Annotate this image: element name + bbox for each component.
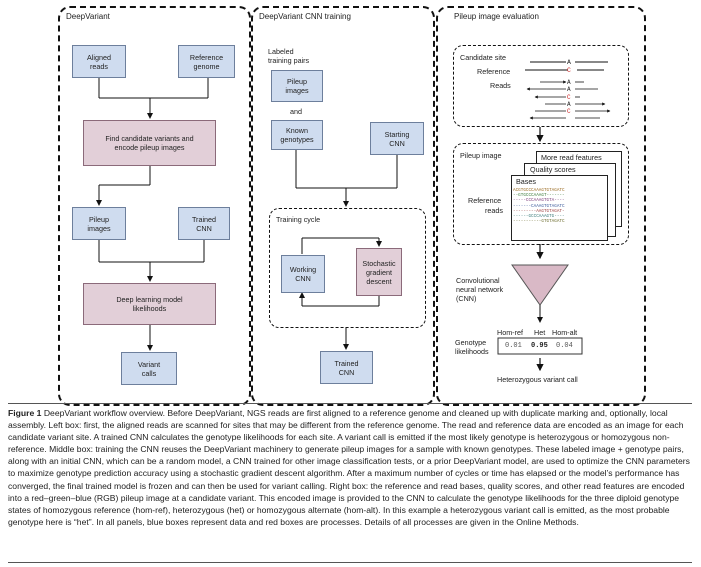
ref-letter-a: A bbox=[567, 59, 571, 66]
value-het: 0.95 bbox=[531, 342, 548, 350]
candidate-site-box bbox=[453, 45, 629, 127]
pileup-image-box bbox=[453, 143, 629, 245]
sgd-box: Stochastic gradient descent bbox=[356, 248, 402, 296]
working-cnn-box: Working CNN bbox=[281, 255, 325, 293]
reference-genome-box: Reference genome bbox=[178, 45, 235, 78]
aligned-reads-box: Aligned reads bbox=[72, 45, 126, 78]
reference-label: Reference bbox=[477, 67, 511, 76]
quality-scores-label: Quality scores bbox=[530, 165, 576, 174]
caption-label: Figure 1 bbox=[8, 408, 42, 418]
bases-label: Bases bbox=[516, 177, 536, 186]
value-hom-ref: 0.01 bbox=[505, 342, 522, 350]
training-panel bbox=[251, 6, 435, 406]
caption-rule-bottom bbox=[8, 562, 692, 563]
read-letter-4: A bbox=[567, 101, 571, 108]
deepvariant-panel bbox=[58, 6, 251, 406]
pileup-reference-label: Reference bbox=[468, 196, 502, 205]
result-label: Heterozygous variant call bbox=[497, 375, 578, 384]
seq-line: ---------AAGTGTAGAT- bbox=[513, 208, 565, 214]
cnn-label: Convolutional neural network (CNN) bbox=[456, 276, 504, 303]
reads-label: Reads bbox=[490, 81, 511, 90]
read-letter-1: A bbox=[567, 79, 571, 86]
starting-cnn-box: Starting CNN bbox=[370, 122, 424, 155]
pileup-reads-label: reads bbox=[485, 206, 503, 215]
find-candidates-box: Find candidate variants and encode pileu… bbox=[83, 120, 216, 166]
variant-calls-box: Variant calls bbox=[121, 352, 177, 385]
cnn-funnel bbox=[511, 264, 569, 306]
ref-letter-c: C bbox=[567, 67, 571, 74]
read-letter-2: A bbox=[567, 86, 571, 93]
training-cycle-box bbox=[269, 208, 426, 328]
genotype-likelihoods-label: Genotype likelihoods bbox=[455, 338, 489, 356]
read-letter-5: C bbox=[567, 108, 571, 115]
caption-text: DeepVariant workflow overview. Before De… bbox=[8, 408, 690, 527]
read-letter-3: C bbox=[567, 94, 571, 101]
hom-alt-label: Hom-alt bbox=[552, 328, 578, 337]
caption-rule-top bbox=[8, 403, 692, 404]
het-label: Het bbox=[534, 328, 546, 337]
right-panel-title: Pileup image evaluation bbox=[454, 12, 539, 21]
and-label: and bbox=[290, 107, 302, 116]
candidate-site-label: Candidate site bbox=[460, 53, 506, 62]
pileup-images-box: Pileup images bbox=[72, 207, 126, 240]
left-panel-title: DeepVariant bbox=[66, 12, 110, 21]
pileup-image-label: Pileup image bbox=[460, 151, 502, 160]
seq-line: -----------GTGTAGATC bbox=[513, 219, 565, 225]
more-read-features-label: More read features bbox=[541, 153, 602, 162]
sequence-block: ACGTGCCCAAAGTGTAGATC --GTGCCCAAAGT------… bbox=[513, 188, 565, 224]
likelihoods-box: Deep learning model likelihoods bbox=[83, 283, 216, 325]
feature-layer-1 bbox=[511, 175, 608, 241]
seq-line: -----CCCAAAGTGTA---- bbox=[513, 198, 565, 204]
flow-arrows bbox=[96, 61, 611, 372]
seq-line: ------GCCCAAAGTG---- bbox=[513, 214, 565, 220]
training-cycle-label: Training cycle bbox=[276, 215, 321, 224]
seq-line: ACGTGCCCAAAGTGTAGATC bbox=[513, 188, 565, 193]
seq-line: -------CAAAGTGTAGATC bbox=[513, 203, 565, 209]
trained-cnn-box: Trained CNN bbox=[178, 207, 230, 240]
figure-caption: Figure 1 DeepVariant workflow overview. … bbox=[8, 407, 692, 528]
hom-ref-label: Hom-ref bbox=[497, 328, 523, 337]
mid-pileup-images-box: Pileup images bbox=[271, 70, 323, 102]
seq-line: --GTGCCCAAAGT------- bbox=[513, 193, 565, 199]
known-genotypes-box: Known genotypes bbox=[271, 120, 323, 150]
value-hom-alt: 0.04 bbox=[556, 342, 573, 350]
evaluation-panel bbox=[436, 6, 646, 406]
mid-trained-cnn-box: Trained CNN bbox=[320, 351, 373, 384]
labeled-pairs-label: Labeled training pairs bbox=[268, 47, 310, 65]
middle-panel-title: DeepVariant CNN training bbox=[259, 12, 351, 21]
